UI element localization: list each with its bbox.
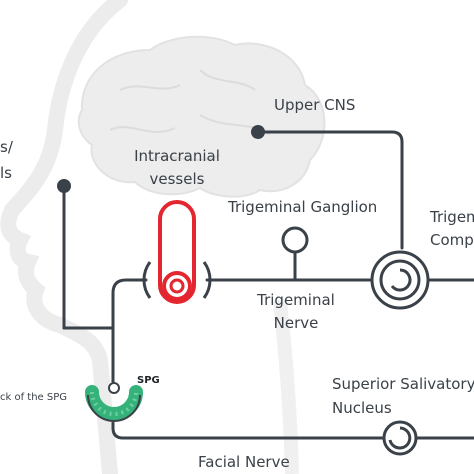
trigeminal-complex-node (370, 250, 430, 310)
trigeminal-ganglion-label: Trigeminal Ganglion (227, 198, 377, 216)
upper-cns-node (251, 125, 265, 139)
spg-node (85, 382, 143, 422)
superior-salivatory-label-line1: Superior Salivatory (332, 375, 474, 393)
intracranial-vessels-label-line2: vessels (150, 170, 205, 188)
head-silhouette (0, 0, 128, 474)
trigeminal-ganglion-node (281, 226, 309, 254)
left-node-dot (57, 179, 71, 193)
brain-illustration (77, 35, 326, 198)
trigeminal-complex-label-line1: Trigem (429, 208, 474, 226)
neck-line (273, 299, 299, 474)
connection-lines (62, 130, 474, 440)
facial-nerve-label: Facial Nerve (198, 453, 290, 471)
trigeminal-complex-label-line2: Compl (430, 231, 474, 249)
left-edge-label-line1: s/ (0, 138, 14, 156)
intracranial-vessel-icon (142, 200, 212, 304)
superior-salivatory-node (382, 420, 418, 456)
left-edge-label-line2: ls (0, 164, 12, 182)
upper-cns-label: Upper CNS (274, 96, 355, 114)
trigeminal-nerve-label-line1: Trigeminal (256, 291, 335, 309)
superior-salivatory-label-line2: Nucleus (332, 399, 392, 417)
spg-label: SPG (137, 375, 160, 386)
intracranial-vessels-label-line1: Intracranial (134, 147, 220, 165)
trigeminal-nerve-label-line2: Nerve (274, 314, 319, 332)
block-of-spg-label: ck of the SPG (0, 392, 67, 403)
